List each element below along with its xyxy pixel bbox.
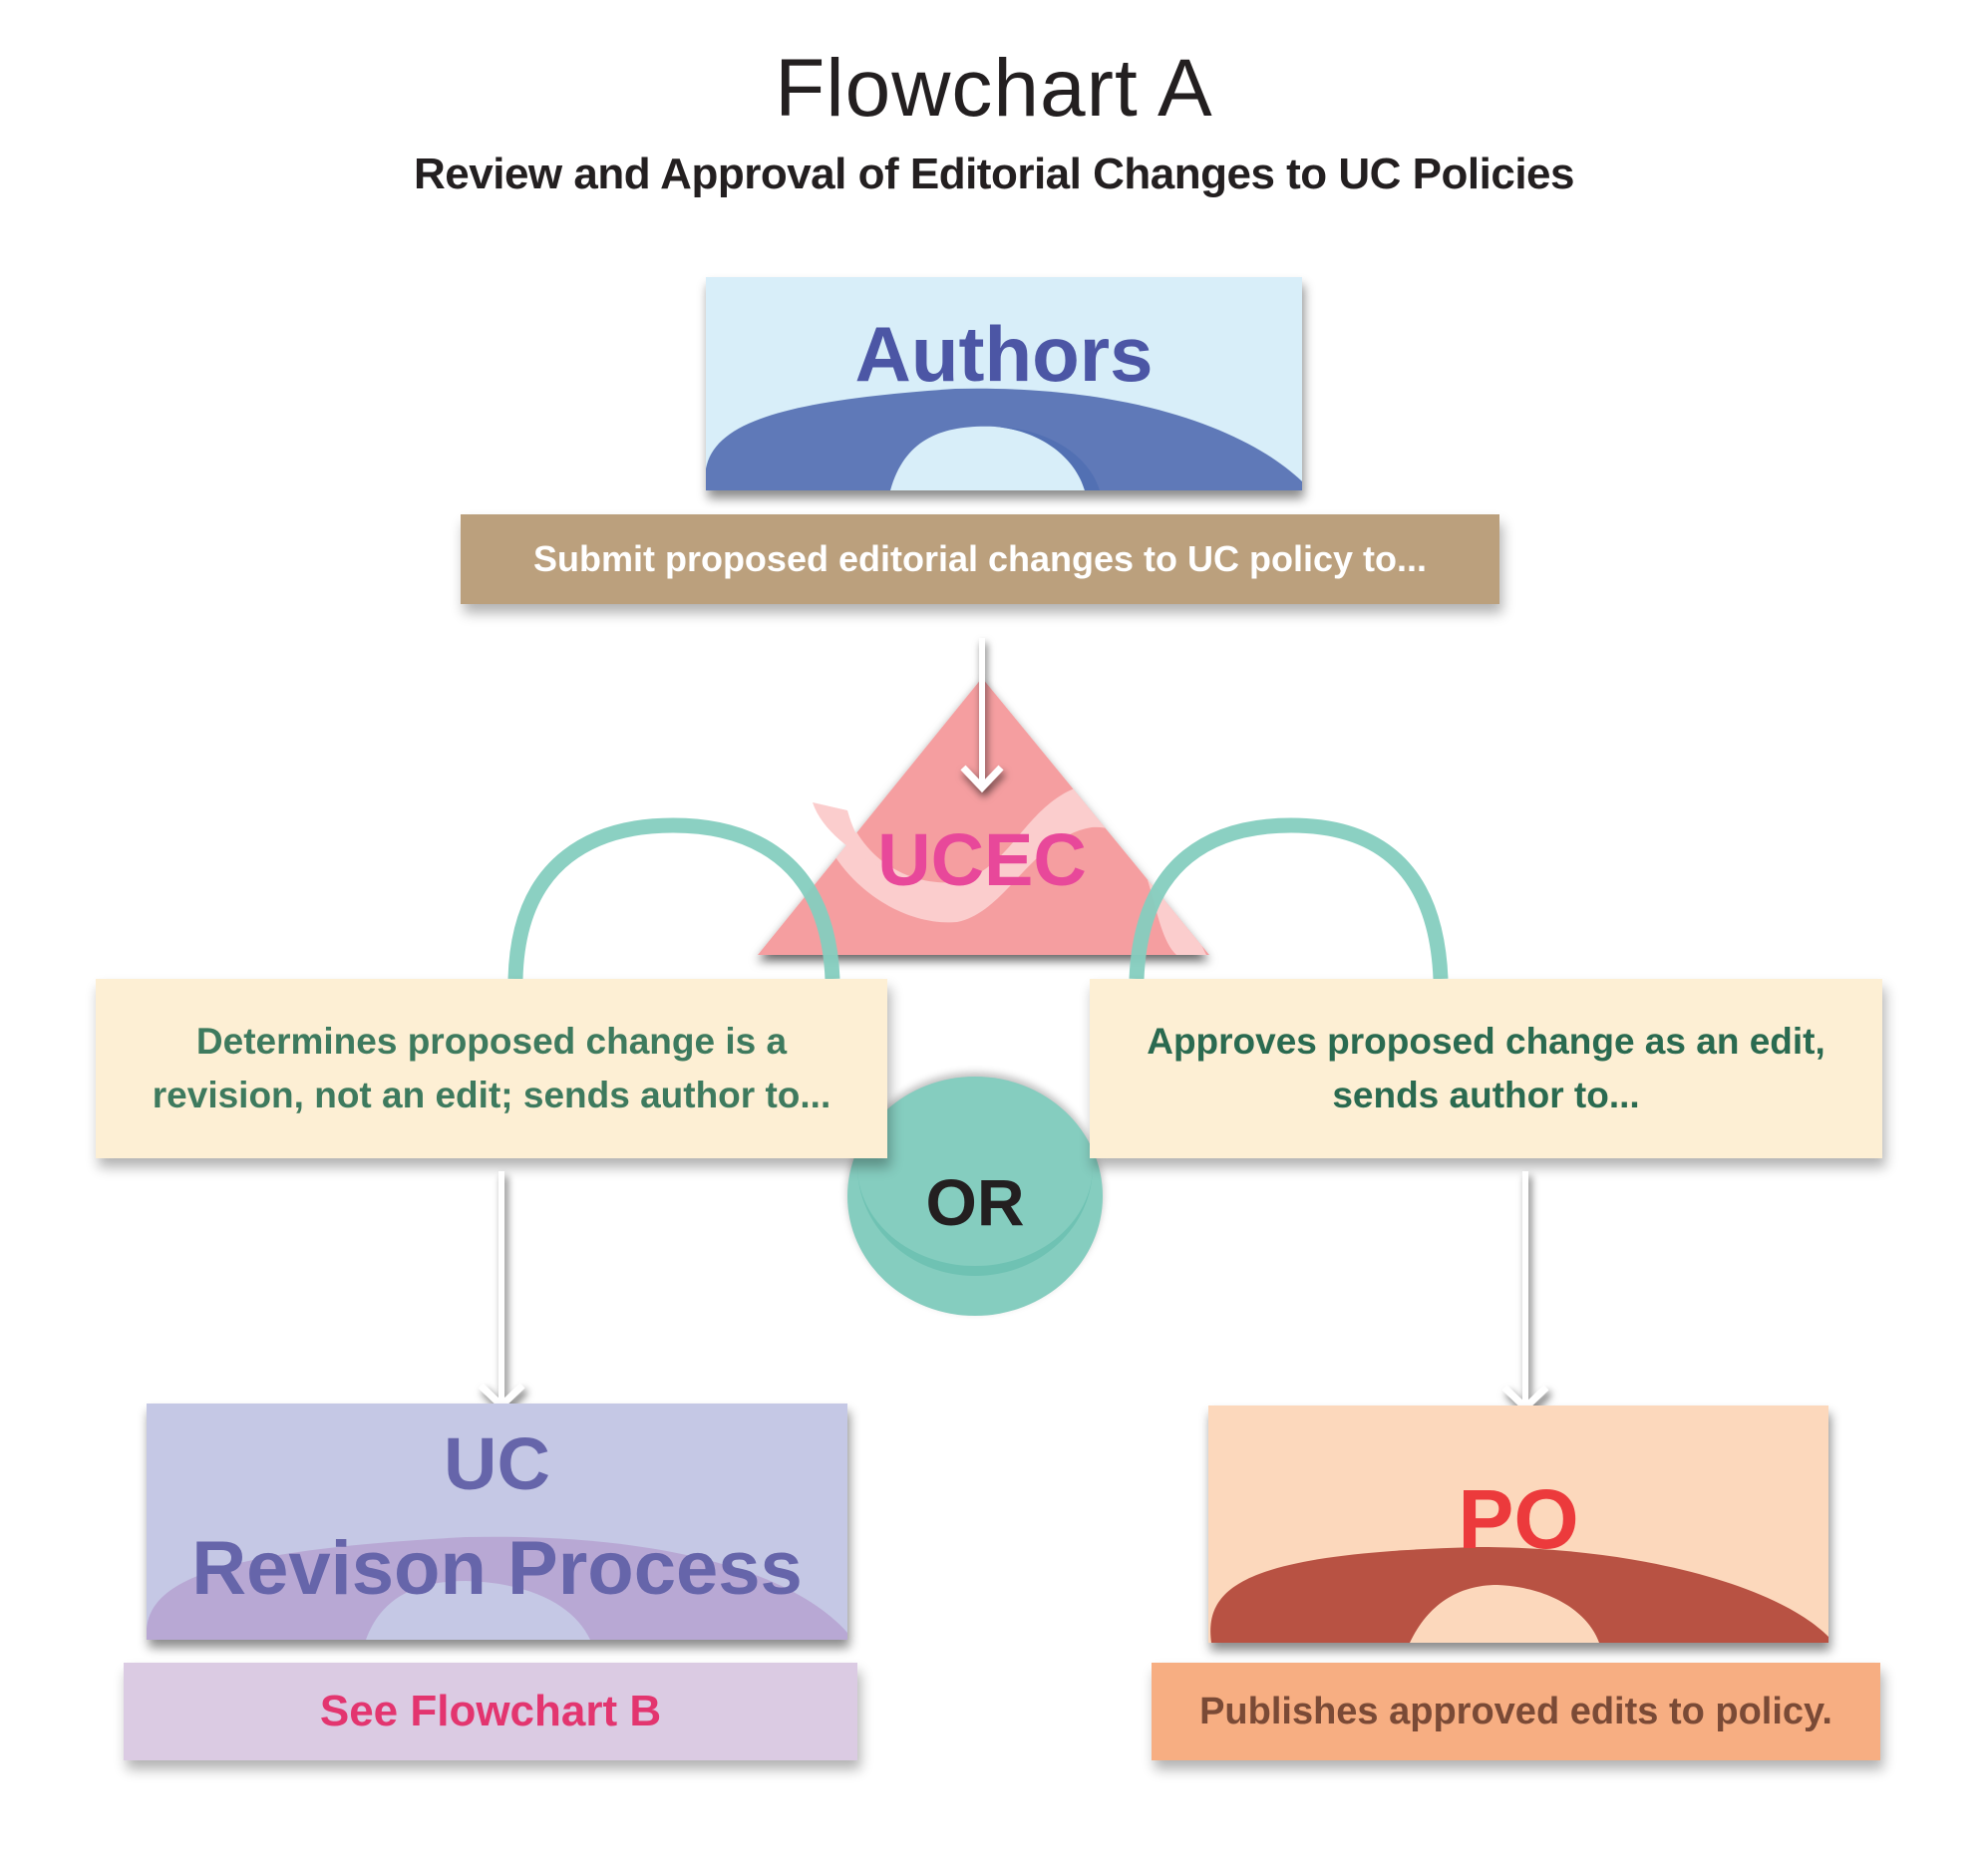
- edit-decision-line-2: sends author to...: [1332, 1075, 1640, 1115]
- authors-action-text: Submit proposed editorial changes to UC …: [532, 538, 1428, 579]
- po-action-bar: Publishes approved edits to policy.: [1152, 1663, 1880, 1760]
- revision-decision-note: Determines proposed change is a revision…: [96, 979, 887, 1158]
- authors-label: Authors: [854, 310, 1154, 398]
- authors-arch-shape: [706, 388, 1302, 490]
- uc-revision-node: UC Revison Process: [147, 1404, 847, 1640]
- uc-revision-arch-shape: [147, 1536, 847, 1640]
- arrow-authors-to-ucec: [960, 638, 1004, 793]
- see-flowchart-b-link[interactable]: See Flowchart B: [319, 1687, 662, 1735]
- or-connector: OR: [847, 1077, 1103, 1316]
- po-node: PO: [1208, 1406, 1828, 1643]
- uc-revision-action-bar: See Flowchart B: [124, 1663, 857, 1760]
- revision-decision-line-2: revision, not an edit; sends author to..…: [152, 1075, 831, 1115]
- flowchart-subtitle: Review and Approval of Editorial Changes…: [414, 150, 1574, 198]
- flowchart-title: Flowchart A: [775, 43, 1213, 134]
- edit-decision-note: Approves proposed change as an edit, sen…: [1090, 979, 1882, 1158]
- authors-node: Authors: [706, 277, 1302, 490]
- uc-revision-label-line-1: UC: [444, 1422, 550, 1505]
- ucec-label: UCEC: [877, 818, 1087, 901]
- or-inner-ring: [857, 1057, 1093, 1276]
- right-arch-connector: [1129, 817, 1449, 980]
- edit-decision-line-1: Approves proposed change as an edit,: [1147, 1021, 1825, 1063]
- po-label: PO: [1458, 1472, 1579, 1566]
- or-label: OR: [925, 1165, 1025, 1239]
- uc-revision-label-line-2: Revison Process: [191, 1526, 803, 1611]
- authors-action-bar: Submit proposed editorial changes to UC …: [461, 514, 1499, 604]
- revision-decision-line-1: Determines proposed change is a: [195, 1021, 788, 1063]
- left-arch-connector: [507, 817, 840, 980]
- po-action-text: Publishes approved edits to policy.: [1199, 1690, 1832, 1732]
- po-arch-shape: [1210, 1547, 1828, 1643]
